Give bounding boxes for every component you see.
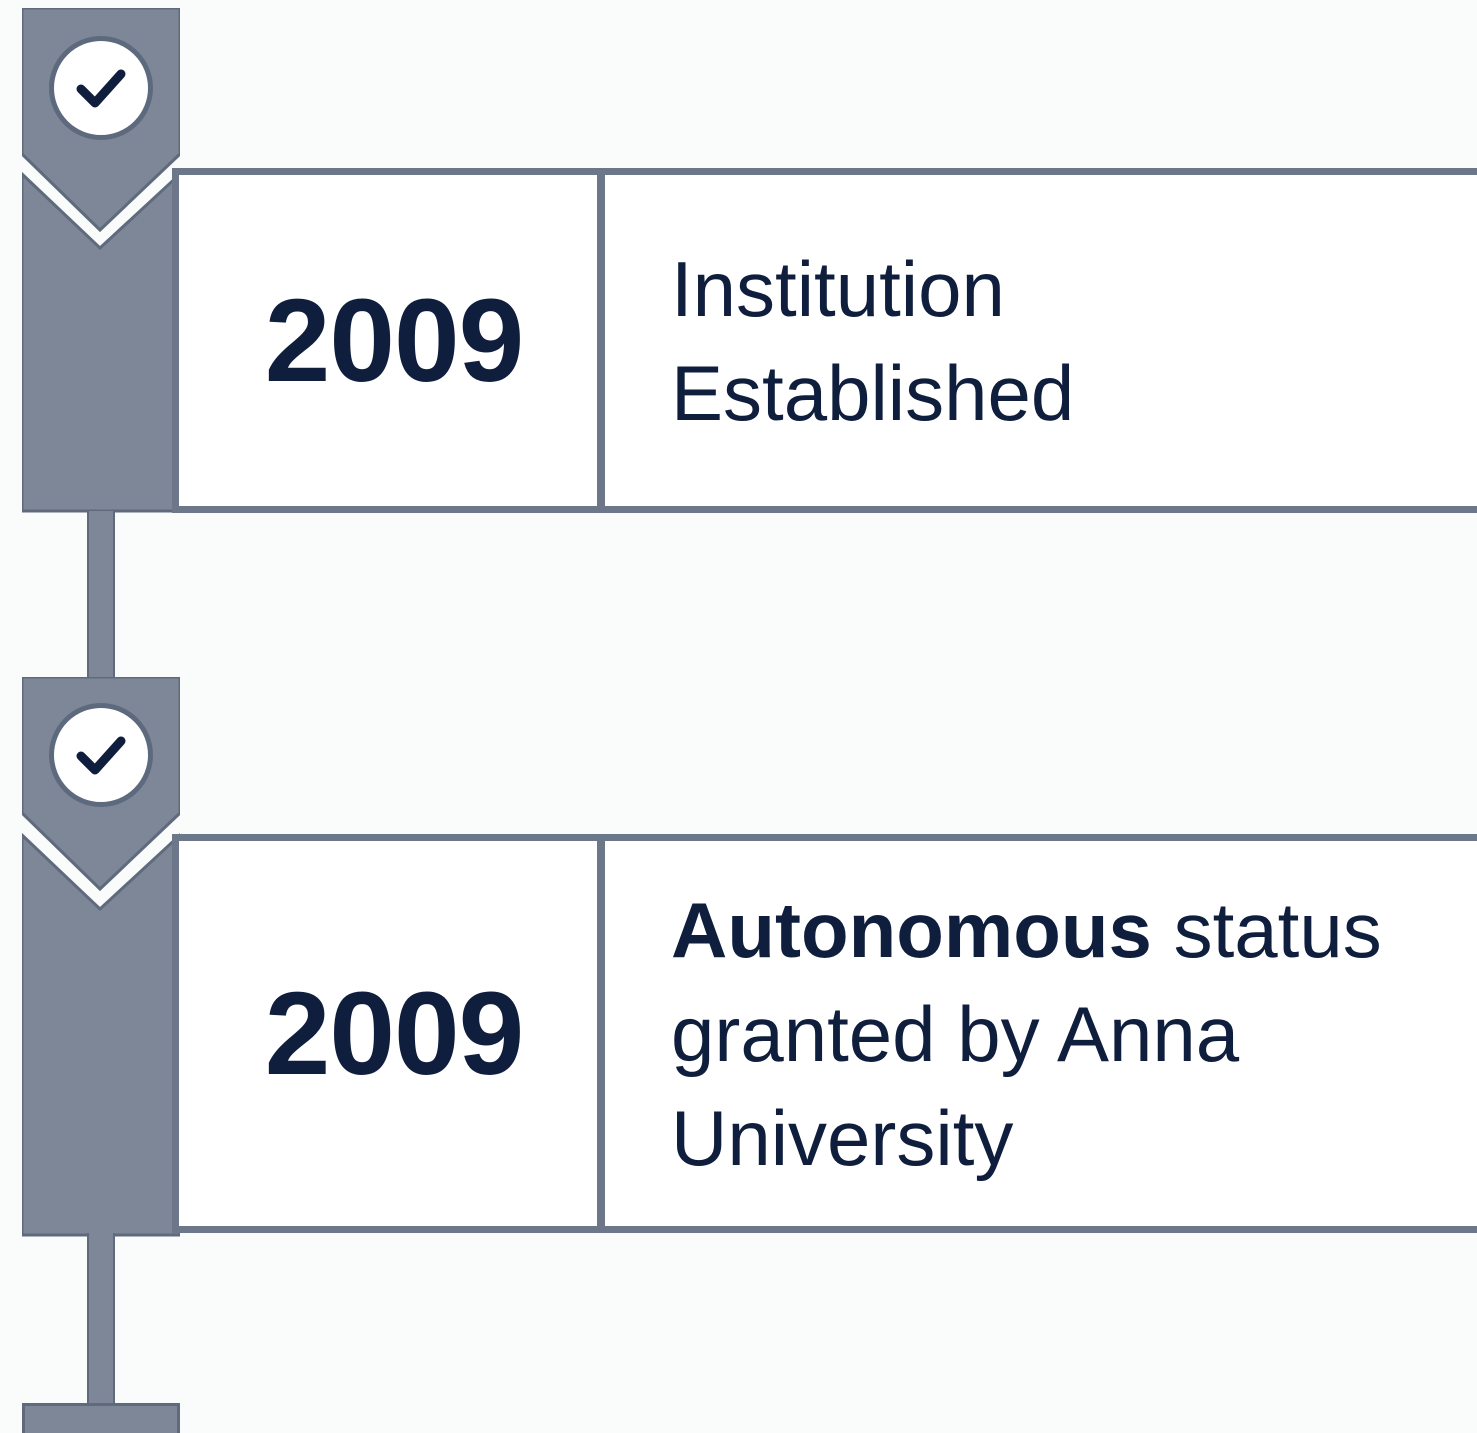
timeline-connector <box>87 511 115 681</box>
description-text: Institution Established <box>671 244 1075 437</box>
year-cell: 2009 <box>179 175 605 506</box>
year-cell: 2009 <box>179 841 605 1226</box>
milestone-description: Institution Established <box>671 237 1191 445</box>
check-icon <box>76 69 126 108</box>
milestone-year: 2009 <box>264 274 525 407</box>
milestone-card-2: 2009 Autonomous status granted by Anna U… <box>172 834 1477 1233</box>
milestone-marker-3 <box>22 1403 180 1433</box>
status-badge <box>49 703 153 807</box>
milestone-card-1: 2009 Institution Established <box>172 168 1477 513</box>
milestone-year: 2009 <box>264 967 525 1100</box>
status-badge <box>49 36 153 140</box>
milestone-description: Autonomous status granted by Anna Univer… <box>671 878 1431 1190</box>
check-icon <box>76 736 126 775</box>
description-cell: Institution Established <box>605 175 1477 506</box>
timeline-connector <box>87 1233 115 1408</box>
description-emphasis: Autonomous <box>671 885 1152 974</box>
description-cell: Autonomous status granted by Anna Univer… <box>605 841 1477 1226</box>
description-text: status granted by Anna University <box>671 885 1382 1182</box>
